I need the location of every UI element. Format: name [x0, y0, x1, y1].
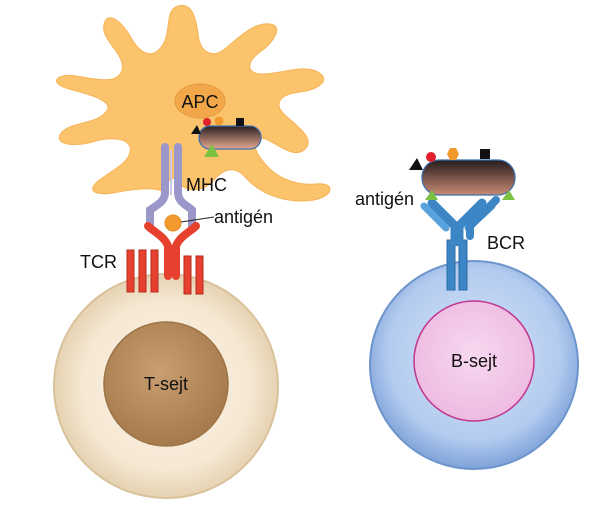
antigen-t-label: antigén	[214, 207, 273, 227]
mhc-label: MHC	[186, 175, 227, 195]
apc-label: APC	[181, 92, 218, 112]
antigen-triangle-black	[409, 158, 423, 170]
antigen-black-square	[480, 149, 490, 159]
bcr-label: BCR	[487, 233, 525, 253]
pathogen-body	[198, 125, 262, 150]
t-cell-nucleus	[103, 321, 229, 447]
bcr-receptor	[420, 196, 500, 291]
b-pathogen	[409, 148, 516, 200]
t-cell-label: T-sejt	[144, 374, 188, 394]
tcr-label: TCR	[80, 252, 117, 272]
antigen-orange-dot	[214, 116, 224, 126]
antigen-red-dot	[203, 118, 211, 126]
antigen-black-square	[236, 118, 244, 126]
b-cell-label: B-sejt	[451, 351, 497, 371]
b-cell-nucleus	[413, 300, 535, 422]
presented-antigen	[164, 214, 182, 232]
antigen-red-dot	[426, 152, 436, 162]
antigen-green-triangle	[204, 144, 219, 157]
pathogen-body	[421, 159, 516, 196]
antigen-orange-hexagon	[447, 148, 459, 160]
mhc-molecule	[146, 143, 196, 230]
antigen-green-triangle-right	[502, 190, 515, 200]
antigen-green-triangle-left	[425, 190, 438, 200]
antigen-triangle-black	[191, 125, 201, 134]
apc-pathogen	[191, 116, 262, 157]
apc-nucleus	[174, 83, 226, 119]
antigen-b-label: antigén	[355, 189, 414, 209]
antigen-pointer-line	[180, 216, 215, 223]
tcr-receptor	[126, 222, 204, 295]
